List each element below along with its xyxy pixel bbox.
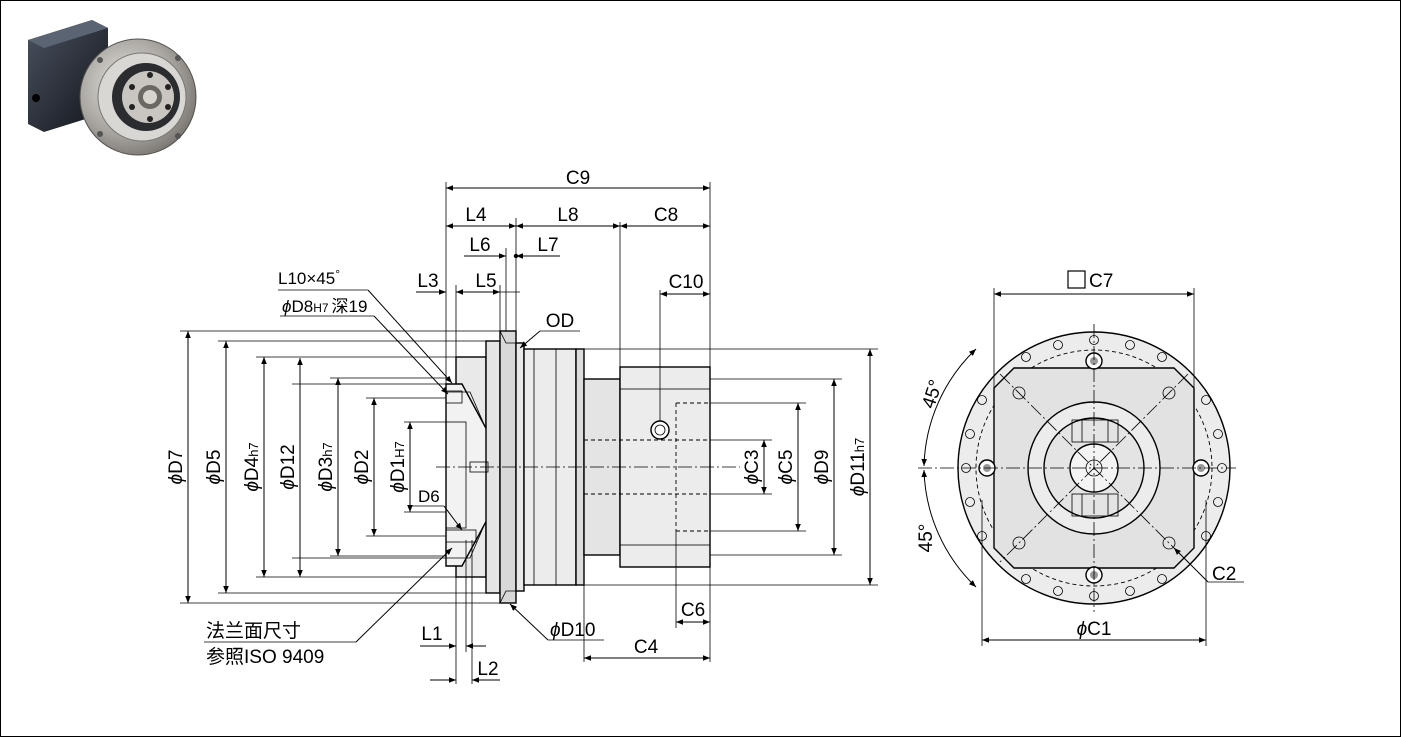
label-d5: ϕD5 — [204, 450, 225, 485]
label-d11: ϕD11h7 — [848, 438, 869, 497]
label-d7: ϕD7 — [166, 450, 187, 485]
label-d1: ϕD1H7 — [388, 441, 409, 493]
flange-note-line2: 参照ISO 9409 — [206, 646, 324, 668]
flange-note-line1: 法兰面尺寸 — [206, 620, 301, 642]
label-l4: L4 — [465, 205, 487, 226]
label-d2: ϕD2 — [352, 450, 373, 485]
label-d6: D6 — [418, 487, 440, 506]
label-l8: L8 — [557, 205, 578, 226]
label-l7: L7 — [537, 235, 558, 256]
label-d9: ϕD9 — [812, 450, 833, 485]
label-d4: ϕD4h7 — [242, 442, 263, 491]
label-od: OD — [546, 311, 575, 332]
label-d10: ϕD10 — [550, 620, 595, 641]
label-c3: ϕC3 — [742, 450, 763, 485]
label-c8: C8 — [654, 205, 678, 226]
label-l6: L6 — [469, 235, 490, 256]
label-l2: L2 — [477, 659, 498, 680]
side-view-dimensions — [180, 182, 878, 684]
square-symbol-icon — [1067, 270, 1086, 289]
label-angle-top: 45° — [918, 377, 947, 411]
label-angle-bottom: 45° — [916, 524, 937, 553]
label-c1: ϕC1 — [1077, 619, 1112, 640]
product-photo — [28, 20, 197, 156]
label-l3: L3 — [417, 271, 438, 292]
side-view-part — [436, 330, 740, 604]
label-l5: L5 — [475, 271, 496, 292]
front-view — [918, 288, 1244, 646]
chamfer-label: L10×45° — [278, 267, 340, 288]
label-c6: C6 — [681, 600, 705, 621]
label-c4: C4 — [634, 637, 659, 658]
label-l1: L1 — [421, 624, 442, 645]
front-view-labels: C7 45° 45° C2 ϕC1 — [916, 270, 1236, 640]
label-c9: C9 — [566, 168, 590, 189]
label-d12: ϕD12 — [278, 444, 299, 489]
label-c10: C10 — [669, 272, 704, 293]
side-view-labels: C9 L4 L8 C8 L6 L7 L3 L5 C10 OD L10×45° ϕ… — [166, 168, 869, 680]
label-c7: C7 — [1089, 271, 1113, 292]
label-c5: ϕC5 — [776, 450, 797, 485]
label-d3: ϕD3h7 — [316, 442, 337, 491]
label-c2: C2 — [1212, 564, 1236, 585]
